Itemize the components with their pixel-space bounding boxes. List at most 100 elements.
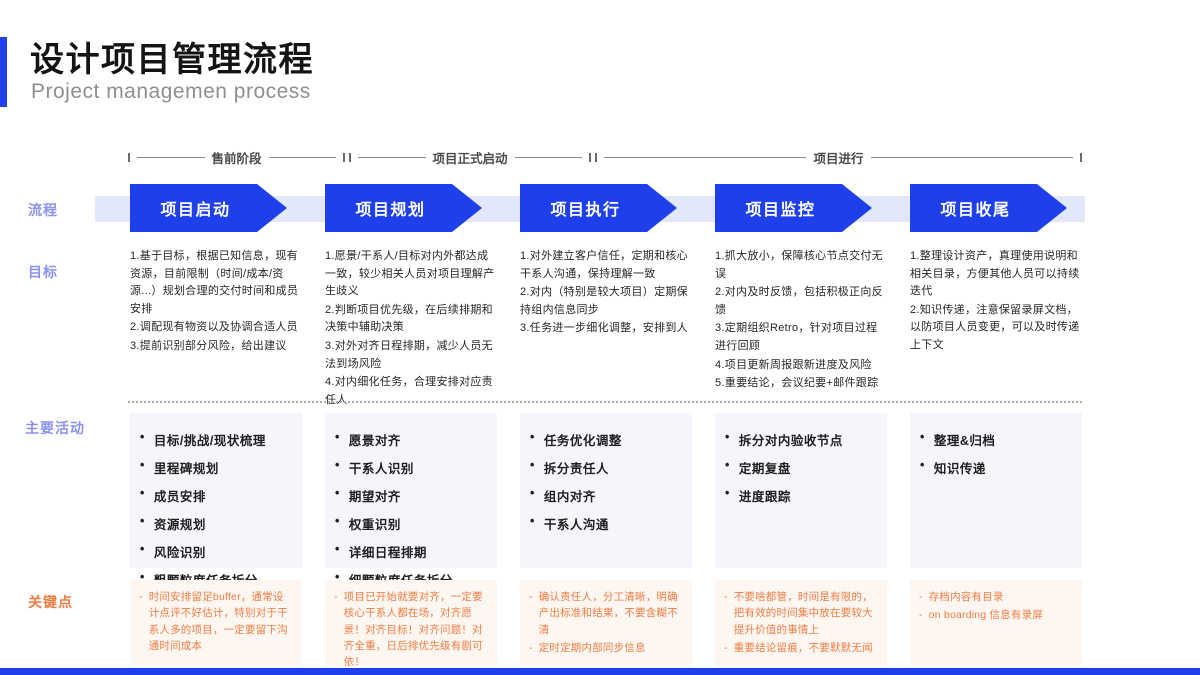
timeline-phase-2: 项目正式启动 — [349, 148, 592, 167]
goal-item: 3.定期组织Retro，针对项目过程进行回顾 — [715, 322, 878, 352]
dash-icon: - — [724, 591, 728, 603]
goal-item: 1.对外建立客户信任，定期和核心干系人沟通，保持理解一致 — [520, 250, 688, 280]
dash-icon: - — [529, 591, 533, 603]
goals-row: 1.基于目标，根据已知信息，现有资源，目前限制（时间/成本/资源...）规划合理… — [130, 248, 1082, 410]
goal-item: 3.任务进一步细化调整，安排到人 — [520, 322, 688, 335]
keypoints-cell-2: -项目已开始就要对齐，一定要核心干系人都在场，对齐愿景！对齐目标！对齐问题！对齐… — [325, 580, 497, 668]
activity-item: •干系人识别 — [335, 458, 489, 477]
goal-item: 5.重要结论，会议纪要+邮件跟踪 — [715, 377, 879, 390]
keypoint-item: -时间安排留足buffer，通常设计点评不好估计，特别对于干系人多的项目，一定要… — [139, 589, 294, 654]
bullet-icon: • — [140, 486, 145, 500]
stage-cell-1: 项目启动 — [130, 184, 302, 232]
timeline-tick — [589, 152, 592, 162]
keypoint-item-label: 项目已开始就要对齐，一定要核心干系人都在场，对齐愿景！对齐目标！对齐问题！对齐全… — [343, 591, 483, 669]
keypoint-item-label: 重要结论留痕，不要默默无闻 — [733, 641, 873, 654]
activity-item-label: 任务优化调整 — [543, 434, 622, 448]
bullet-icon: • — [725, 458, 730, 472]
stage-cell-3: 项目执行 — [520, 184, 692, 232]
activity-item: •定期复盘 — [725, 458, 879, 477]
bullet-icon: • — [140, 430, 145, 444]
activity-item-label: 期望对齐 — [348, 490, 401, 504]
keypoint-item-label: 存档内容有目录 — [928, 591, 1004, 603]
bullet-icon: • — [140, 458, 145, 472]
timeline-tick — [349, 152, 351, 162]
activity-item: •风险识别 — [140, 542, 294, 561]
bullet-icon: • — [530, 486, 535, 500]
timeline-phase-label: 售前阶段 — [211, 151, 262, 166]
activity-item: • 整理&归档 — [920, 430, 1074, 449]
bullet-icon: • — [335, 514, 340, 528]
bottom-accent-bar — [0, 668, 1200, 675]
keypoints-cell-4: -不要啥都管，时间是有限的，把有效的时间集中放在要较大提升价值的事情上-重要结论… — [715, 580, 887, 666]
goals-cell-1: 1.基于目标，根据已知信息，现有资源，目前限制（时间/成本/资源...）规划合理… — [130, 248, 302, 410]
activities-cell-4: •拆分对内验收节点•定期复盘•进度跟踪 — [715, 413, 887, 568]
timeline: 售前阶段 项目正式启动 项目进行 — [128, 148, 1082, 167]
keypoints-cell-5: -存档内容有目录-on boarding 信息有录屏 — [910, 580, 1082, 666]
bullet-icon: • — [335, 430, 340, 444]
activity-item: •组内对齐 — [530, 486, 684, 505]
stage-cell-4: 项目监控 — [715, 184, 887, 232]
keypoint-item: -重要结论留痕，不要默默无闻 — [724, 640, 879, 656]
timeline-phase-label: 项目进行 — [813, 151, 864, 166]
stage-arrow: 项目规划 — [325, 184, 482, 232]
timeline-tick — [1079, 152, 1082, 162]
dotted-divider — [128, 401, 1082, 403]
timeline-tick — [595, 152, 597, 162]
activity-item: •目标/挑战/现状梳理 — [140, 430, 294, 449]
keypoints-cell-1: -时间安排留足buffer，通常设计点评不好估计，特别对于干系人多的项目，一定要… — [130, 580, 302, 666]
stage-arrow: 项目启动 — [130, 184, 287, 232]
goal-item: 3.提前识别部分风险，给出建议 — [130, 339, 287, 352]
dash-icon: - — [724, 641, 728, 654]
goal-item: 2.调配现有物资以及协调合适人员 — [130, 321, 298, 334]
bullet-icon: • — [920, 430, 925, 444]
activity-item: • 愿景对齐 — [335, 430, 489, 449]
activity-item: •资源规划 — [140, 514, 294, 533]
row-label-keypoints: 关键点 — [28, 594, 73, 610]
activity-item-label: 成员安排 — [153, 490, 206, 504]
page-subtitle: Project managemen process — [31, 80, 311, 103]
keypoint-item: -定时定期内部同步信息 — [529, 640, 684, 656]
bullet-icon: • — [920, 458, 925, 472]
keypoint-item-label: on boarding 信息有录屏 — [928, 609, 1043, 622]
activity-item: •干系人沟通 — [530, 514, 684, 533]
timeline-line — [268, 156, 337, 158]
bullet-icon: • — [530, 514, 535, 528]
activities-cell-2: •愿景对齐•干系人识别•期望对齐•权重识别•详细日程排期•细颗粒度任务拆分 — [325, 413, 497, 588]
activity-item-label: 资源规划 — [153, 518, 206, 532]
stage-arrow: 项目执行 — [520, 184, 677, 232]
activities-cell-1: •目标/挑战/现状梳理•里程碑规划•成员安排•资源规划•风险识别•粗颗粒度任务拆… — [130, 413, 302, 588]
activities-row: •目标/挑战/现状梳理•里程碑规划•成员安排•资源规划•风险识别•粗颗粒度任务拆… — [130, 413, 1082, 588]
activity-item-label: 权重识别 — [348, 518, 401, 532]
keypoint-item-label: 不要啥都管，时间是有限的，把有效的时间集中放在要较大提升价值的事情上 — [733, 591, 873, 636]
goal-item: 1.基于目标，根据已知信息，现有资源，目前限制（时间/成本/资源...）规划合理… — [130, 250, 299, 315]
timeline-phase-1: 售前阶段 — [128, 148, 346, 167]
goals-cell-2: 1.愿景/干系人/目标对内外都达成一致，较少相关人员对项目理解产生歧义 2.判断项… — [325, 248, 497, 410]
timeline-line — [358, 156, 426, 158]
activity-item: •里程碑规划 — [140, 458, 294, 477]
activities-cell-5: • 整理&归档 •知识传递 — [910, 413, 1082, 568]
bullet-icon: • — [140, 570, 145, 584]
activity-item-label: 整理&归档 — [933, 434, 996, 448]
bullet-icon: • — [530, 458, 535, 472]
timeline-line — [604, 156, 807, 158]
activity-item-label: 拆分责任人 — [543, 462, 609, 476]
row-label-process: 流程 — [28, 202, 58, 218]
timeline-phase-label: 项目正式启动 — [432, 151, 508, 166]
activity-item-label: 愿景对齐 — [348, 434, 401, 448]
stage-arrow: 项目收尾 — [910, 184, 1067, 232]
activity-item: • 权重识别 — [335, 514, 489, 533]
goal-item: 2.对内及时反馈，包括积极正向反馈 — [715, 286, 883, 316]
bullet-icon: • — [725, 430, 730, 444]
timeline-tick — [343, 152, 346, 162]
activity-item: •知识传递 — [920, 458, 1074, 477]
keypoints-row: -时间安排留足buffer，通常设计点评不好估计，特别对于干系人多的项目，一定要… — [130, 580, 1082, 668]
goal-item: 1.愿景/干系人/目标对内外都达成一致，较少相关人员对项目理解产生歧义 — [325, 250, 495, 298]
keypoint-item: -不要啥都管，时间是有限的，把有效的时间集中放在要较大提升价值的事情上 — [724, 589, 879, 638]
timeline-tick — [128, 152, 130, 162]
dash-icon: - — [139, 591, 143, 603]
row-label-activities: 主要活动 — [25, 420, 85, 436]
keypoint-item: -存档内容有目录 — [919, 589, 1074, 605]
goal-item: 2.判断项目优先级，在后续排期和决策中辅助决策 — [325, 303, 493, 334]
